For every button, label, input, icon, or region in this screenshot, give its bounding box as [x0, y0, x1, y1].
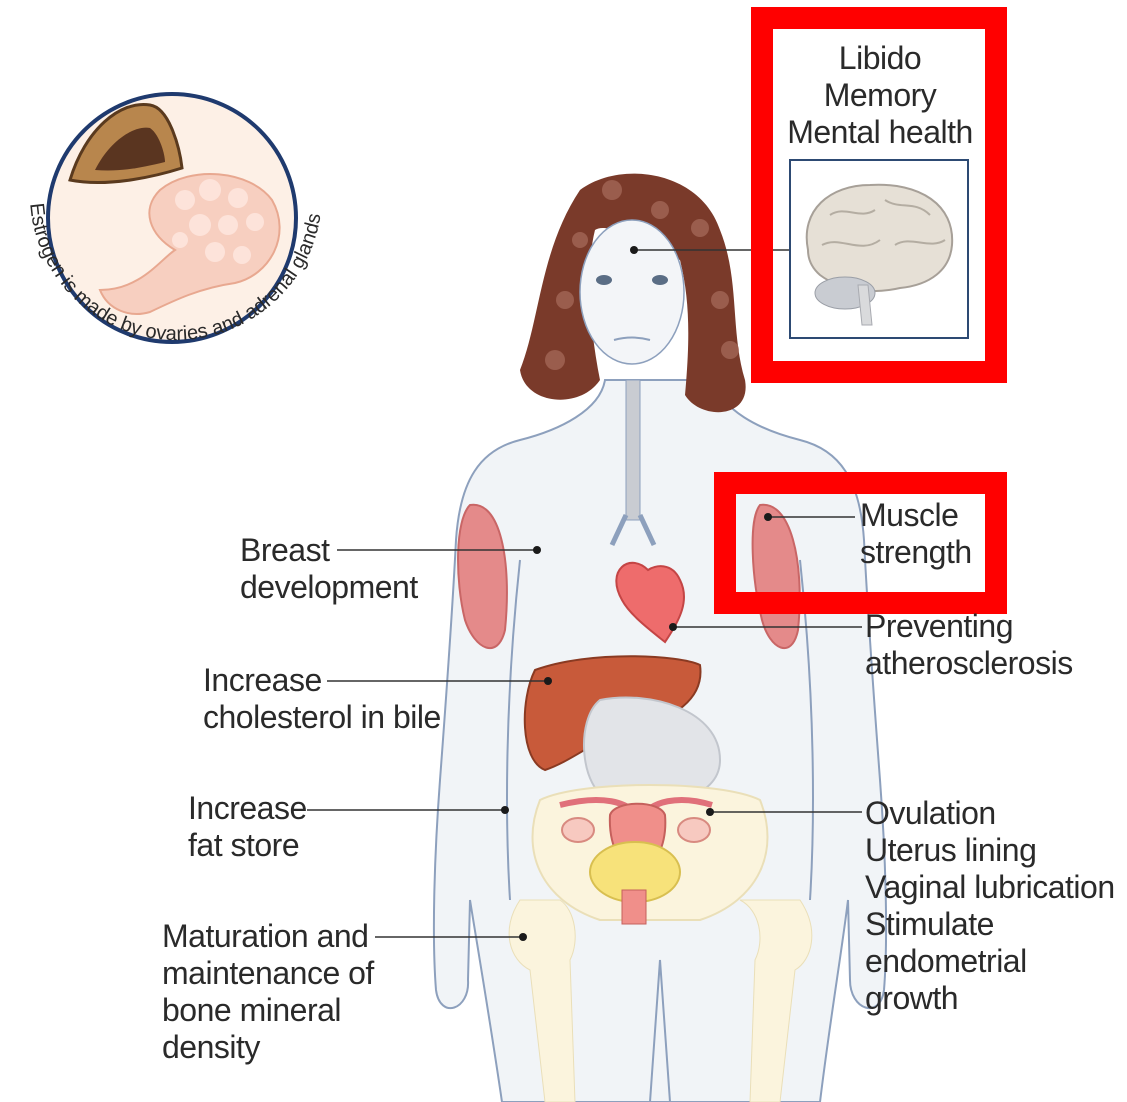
- breast-label-line: Breast: [240, 532, 418, 569]
- uterus-label-line: Vaginal lubrication: [865, 869, 1115, 906]
- liver-label: Increase cholesterol in bile: [203, 662, 441, 736]
- bone-label-line: maintenance of: [162, 955, 374, 992]
- vagina: [622, 890, 646, 924]
- muscle-label-line: strength: [860, 534, 972, 571]
- muscle-label-line: Muscle: [860, 497, 972, 534]
- muscle-label: Muscle strength: [860, 497, 972, 571]
- breast-label-line: development: [240, 569, 418, 606]
- uterus-label: Ovulation Uterus lining Vaginal lubricat…: [865, 795, 1115, 1017]
- heart-label-line: atherosclerosis: [865, 645, 1073, 682]
- right-eye-icon: [652, 275, 668, 285]
- liver-label-line: Increase: [203, 662, 441, 699]
- liver-label-line: cholesterol in bile: [203, 699, 441, 736]
- right-ovary: [678, 818, 710, 842]
- heart-label-line: Preventing: [865, 608, 1073, 645]
- brain-label-line: Libido: [780, 40, 980, 77]
- uterus-label-line: growth: [865, 980, 1115, 1017]
- bone-label-line: Maturation and: [162, 918, 374, 955]
- left-ovary: [562, 818, 594, 842]
- face: [580, 220, 684, 364]
- uterus-label-line: endometrial: [865, 943, 1115, 980]
- brain-label: Libido Memory Mental health: [780, 40, 980, 151]
- left-eye-icon: [596, 275, 612, 285]
- bone-label-line: bone mineral: [162, 992, 374, 1029]
- bone-label: Maturation and maintenance of bone miner…: [162, 918, 374, 1066]
- fat-label: Increase fat store: [188, 790, 307, 864]
- uterus-label-line: Ovulation: [865, 795, 1115, 832]
- brain-label-line: Memory: [780, 77, 980, 114]
- bone-label-line: density: [162, 1029, 374, 1066]
- gland-inset: Estrogen is made by ovaries and adrenal …: [25, 94, 325, 345]
- breast-label: Breast development: [240, 532, 418, 606]
- fat-label-line: Increase: [188, 790, 307, 827]
- fat-label-line: fat store: [188, 827, 307, 864]
- uterus-label-line: Uterus lining: [865, 832, 1115, 869]
- esophagus: [626, 380, 640, 520]
- brain-label-line: Mental health: [780, 114, 980, 151]
- heart-label: Preventing atherosclerosis: [865, 608, 1073, 682]
- uterus-label-line: Stimulate: [865, 906, 1115, 943]
